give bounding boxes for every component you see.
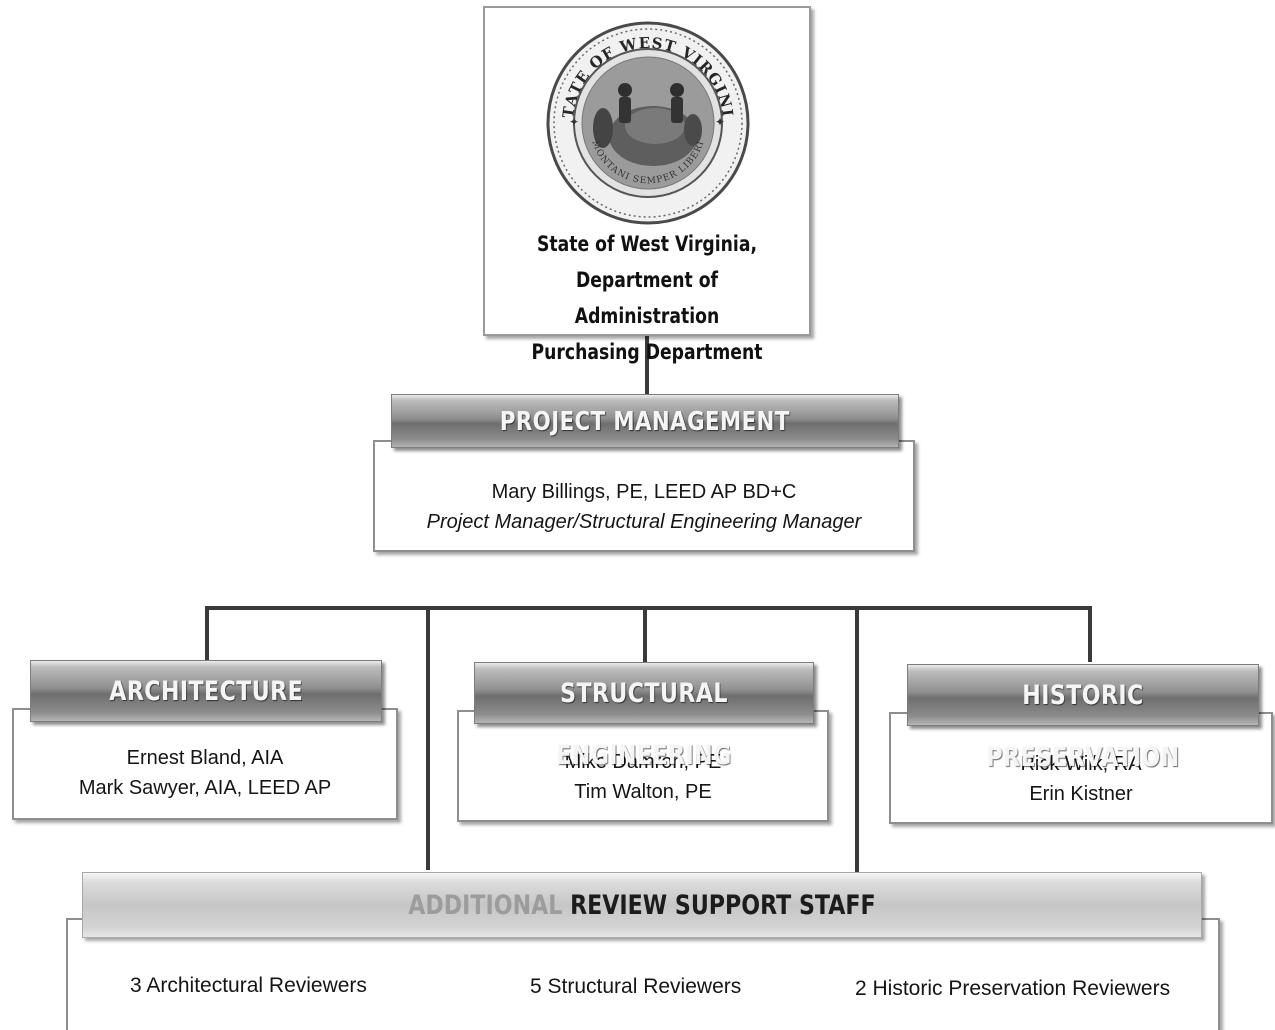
agency-box: STATE OF WEST VIRGINIA MONTANI SEMPER LI… <box>483 6 811 364</box>
pm-name: Mary Billings, PE, LEED AP BD+C <box>491 481 797 503</box>
agency-line-3: Purchasing Department <box>531 340 763 364</box>
state-seal-icon: STATE OF WEST VIRGINIA MONTANI SEMPER LI… <box>543 18 750 225</box>
pm-header-label: PROJECT MANAGEMENT <box>500 407 790 437</box>
architecture-box: Ernest Bland, AIA Mark Sawyer, AIA, LEED… <box>12 708 398 820</box>
support-item-architectural: 3 Architectural Reviewers <box>130 974 367 997</box>
structural-member-2: Tim Walton, PE <box>574 781 712 803</box>
architecture-member-2: Mark Sawyer, AIA, LEED AP <box>78 777 332 799</box>
architecture-header: ARCHITECTURE <box>30 660 382 722</box>
support-staff-header: ADDITIONAL REVIEW SUPPORT STAFF <box>82 872 1202 938</box>
structural-header-label: STRUCTURAL ENGINEERING <box>556 678 732 771</box>
historic-header-label: HISTORIC PRESERVATION <box>986 680 1180 773</box>
structural-member-1: Mike Damron, PE <box>564 751 722 773</box>
agency-line-1: State of West Virginia, <box>537 232 757 256</box>
structural-header: STRUCTURAL ENGINEERING <box>474 662 814 771</box>
historic-member-1: Rick Wiik, RA <box>1020 753 1142 775</box>
support-item-historic: 2 Historic Preservation Reviewers <box>855 977 1171 1000</box>
project-management-box: Mary Billings, PE, LEED AP BD+C Project … <box>373 440 915 552</box>
historic-member-2: Erin Kistner <box>1029 783 1133 805</box>
architecture-header-label: ARCHITECTURE <box>109 676 303 707</box>
svg-text:✦: ✦ <box>715 115 725 129</box>
pm-role: Project Manager/Structural Engineering M… <box>426 511 862 533</box>
agency-name: State of West Virginia, Department of Ad… <box>514 226 780 370</box>
support-item-structural: 5 Structural Reviewers <box>530 975 742 998</box>
support-header-main: REVIEW SUPPORT STAFF <box>570 890 876 921</box>
svg-text:✦: ✦ <box>569 115 579 129</box>
agency-line-2: Department of Administration <box>574 268 720 328</box>
structural-box: Mike Damron, PE Tim Walton, PE <box>457 710 829 822</box>
historic-box: Rick Wiik, RA Erin Kistner <box>889 712 1273 824</box>
support-header-dim: ADDITIONAL <box>408 890 563 921</box>
project-management-header: PROJECT MANAGEMENT <box>391 394 899 448</box>
architecture-member-1: Ernest Bland, AIA <box>126 747 284 769</box>
historic-header: HISTORIC PRESERVATION <box>907 664 1259 773</box>
